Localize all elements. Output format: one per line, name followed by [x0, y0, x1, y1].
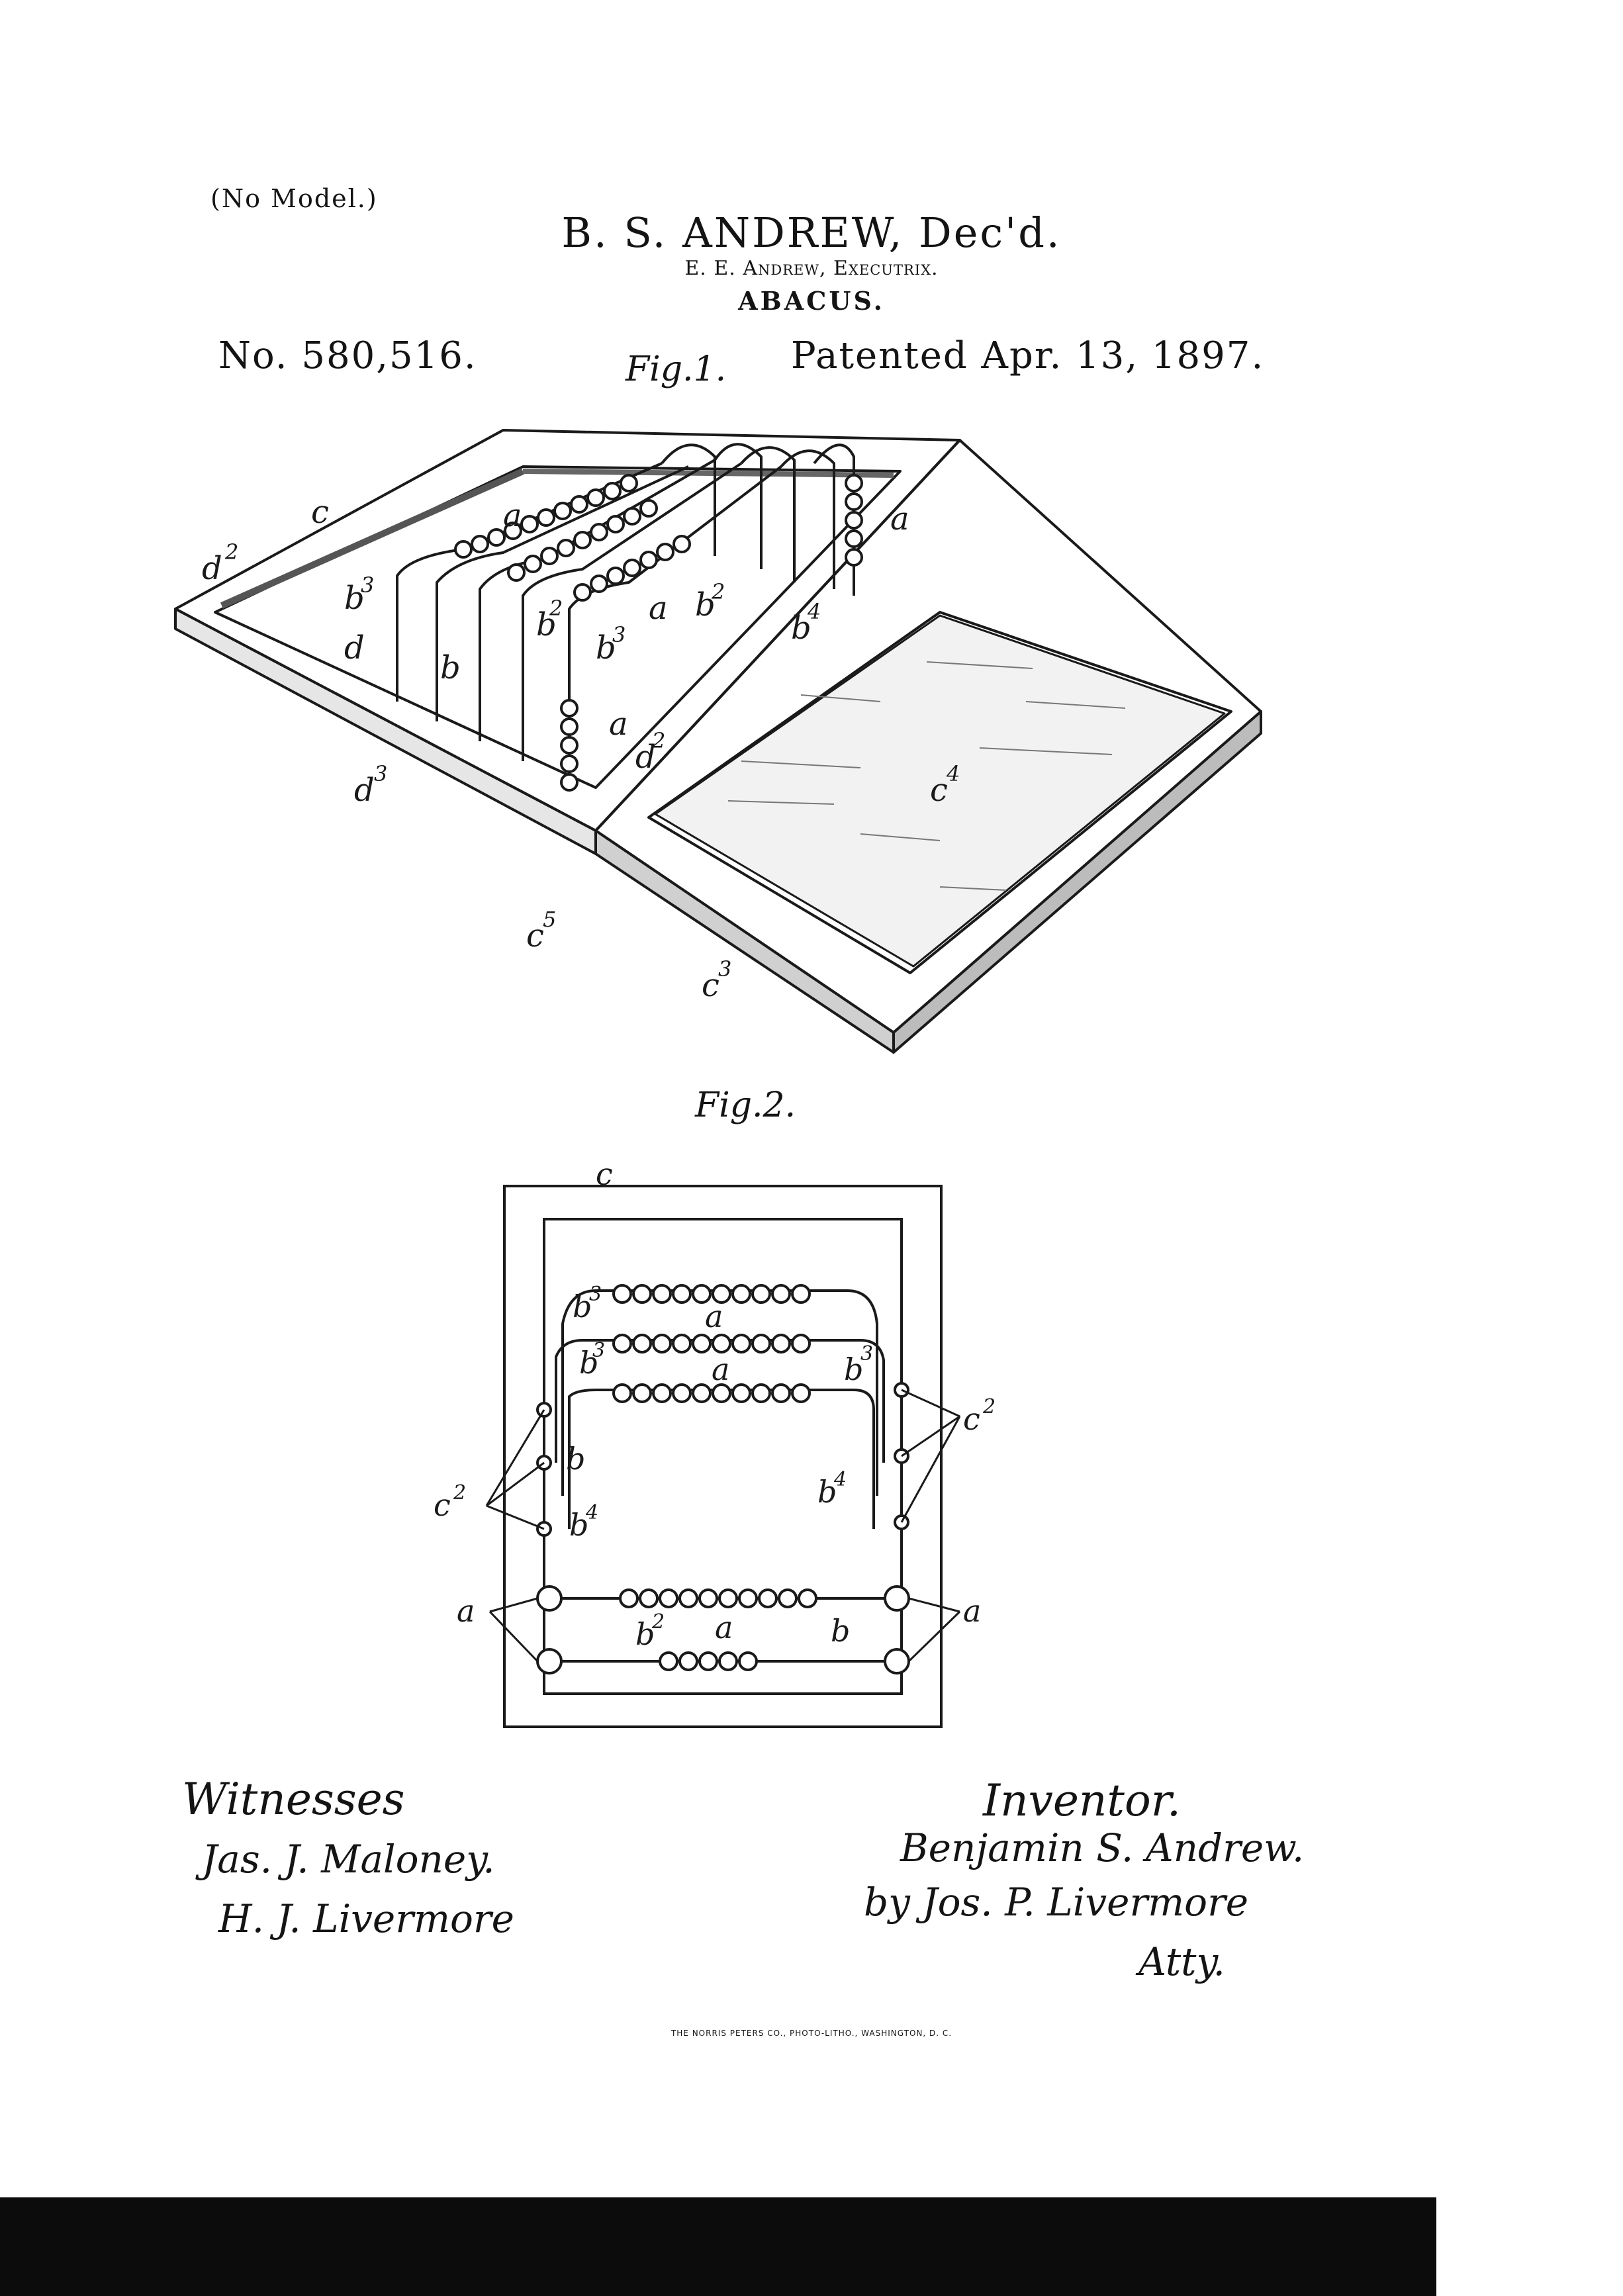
svg-text:c: c — [930, 772, 948, 809]
svg-text:b: b — [579, 1345, 598, 1381]
svg-text:c: c — [963, 1401, 980, 1437]
svg-text:c: c — [596, 1156, 613, 1192]
svg-text:c: c — [434, 1487, 451, 1523]
inventor-signature: Benjamin S. Andrew. — [900, 1825, 1305, 1870]
printer-credit: THE NORRIS PETERS CO., PHOTO-LITHO., WAS… — [671, 2029, 952, 2038]
svg-text:3: 3 — [860, 1342, 873, 1365]
scan-edge-bar — [0, 2197, 1436, 2296]
fig2-label: Fig.2. — [695, 1085, 796, 1125]
witness-signature-1: Jas. J. Maloney. — [202, 1837, 495, 1882]
svg-text:4: 4 — [807, 599, 821, 624]
svg-text:3: 3 — [589, 1283, 602, 1306]
fig1-label: Fig.1. — [626, 349, 727, 389]
svg-text:4: 4 — [585, 1501, 598, 1524]
svg-text:2: 2 — [651, 1610, 665, 1633]
witness-signature-2: H. J. Livermore — [218, 1896, 514, 1941]
no-model-note: (No Model.) — [210, 184, 378, 213]
svg-text:2: 2 — [453, 1481, 466, 1504]
svg-text:d: d — [344, 629, 365, 666]
svg-text:a: a — [609, 706, 628, 743]
svg-text:2: 2 — [711, 579, 725, 604]
svg-text:2: 2 — [982, 1395, 996, 1418]
patent-date: Patented Apr. 13, 1897. — [791, 334, 1265, 377]
svg-text:a: a — [705, 1299, 723, 1334]
attorney-signature: by Jos. P. Livermore — [864, 1880, 1249, 1925]
svg-text:b: b — [566, 1441, 585, 1477]
attorney-title: Atty. — [1138, 1939, 1225, 1984]
svg-text:2: 2 — [224, 539, 238, 565]
svg-text:b: b — [344, 580, 365, 617]
svg-text:b: b — [596, 629, 616, 666]
svg-text:a: a — [890, 500, 909, 537]
patent-number: No. 580,516. — [218, 334, 477, 377]
svg-text:b: b — [695, 586, 716, 623]
svg-text:4: 4 — [946, 761, 960, 786]
svg-text:a: a — [963, 1593, 981, 1629]
svg-text:2: 2 — [651, 728, 665, 753]
svg-text:d: d — [202, 550, 222, 587]
svg-text:3: 3 — [592, 1339, 605, 1362]
svg-text:b: b — [844, 1352, 863, 1387]
svg-text:a: a — [457, 1593, 475, 1629]
svg-text:c: c — [702, 967, 719, 1004]
svg-text:5: 5 — [543, 907, 556, 932]
svg-text:2: 2 — [549, 596, 563, 621]
svg-text:a: a — [715, 1610, 733, 1645]
svg-text:b: b — [536, 606, 557, 643]
svg-text:d: d — [635, 739, 656, 776]
svg-text:c: c — [311, 494, 329, 531]
svg-text:4: 4 — [833, 1468, 847, 1491]
svg-text:a: a — [649, 590, 668, 627]
svg-text:b: b — [573, 1289, 592, 1324]
svg-text:3: 3 — [718, 956, 731, 982]
svg-text:b: b — [569, 1507, 588, 1543]
svg-text:a: a — [503, 497, 522, 534]
executrix-line: E. E. Andrew, Executrix. — [684, 257, 939, 280]
svg-text:3: 3 — [361, 573, 374, 598]
svg-text:c: c — [526, 917, 544, 954]
svg-text:a: a — [712, 1352, 729, 1387]
svg-text:b: b — [791, 610, 812, 647]
svg-text:b: b — [831, 1613, 850, 1649]
witnesses-heading: Witnesses — [182, 1774, 405, 1825]
svg-text:b: b — [440, 649, 461, 686]
svg-text:d: d — [354, 772, 375, 809]
inventor-heading: Inventor. — [983, 1775, 1181, 1826]
inventor-title: B. S. ANDREW, Dec'd. — [561, 208, 1062, 257]
svg-text:b: b — [817, 1474, 837, 1510]
svg-text:3: 3 — [374, 761, 387, 786]
svg-text:b: b — [635, 1616, 655, 1652]
svg-text:3: 3 — [612, 622, 626, 647]
patent-subject: ABACUS. — [738, 286, 885, 316]
